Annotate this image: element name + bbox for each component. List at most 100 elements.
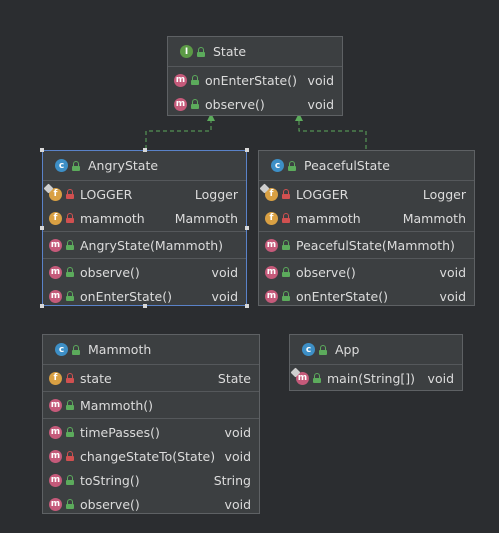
app-class-box[interactable]: c App m main(String[]) void xyxy=(289,334,463,391)
peacefulstate-method-row[interactable]: m observe() void xyxy=(259,260,474,284)
peacefulstate-header[interactable]: c PeacefulState xyxy=(259,151,474,181)
angrystate-header[interactable]: c AngryState xyxy=(43,151,246,181)
public-visibility-icon xyxy=(191,99,199,109)
angrystate-class-box[interactable]: c AngryState f LOGGER Logger f mammoth M… xyxy=(42,150,247,306)
field-icon: f xyxy=(265,211,278,225)
angrystate-methods: m observe() void m onEnterState() void xyxy=(43,259,246,309)
peacefulstate-methods: m observe() void m onEnterState() void xyxy=(259,259,474,309)
mammoth-method-row[interactable]: m timePasses() void xyxy=(43,420,259,444)
private-visibility-icon xyxy=(66,189,74,199)
app-methods: m main(String[]) void xyxy=(290,365,462,391)
method-icon: m xyxy=(49,289,62,303)
state-method-row[interactable]: m onEnterState() void xyxy=(168,68,342,92)
field-type: Logger xyxy=(194,186,238,202)
resize-handle-sw[interactable] xyxy=(40,304,44,308)
public-visibility-icon xyxy=(72,160,80,171)
mammoth-class-box[interactable]: c Mammoth f state State m Mammoth() m t xyxy=(42,334,260,514)
peacefulstate-field-row[interactable]: f mammoth Mammoth xyxy=(259,206,474,230)
static-method-icon: m xyxy=(290,367,309,385)
method-type: void xyxy=(211,288,238,304)
mammoth-fields: f state State xyxy=(43,365,259,392)
private-visibility-icon xyxy=(66,213,74,223)
app-method-row[interactable]: m main(String[]) void xyxy=(290,366,462,390)
angrystate-field-row[interactable]: f mammoth Mammoth xyxy=(43,206,246,230)
resize-handle-nw[interactable] xyxy=(40,148,44,152)
resize-handle-w[interactable] xyxy=(40,226,44,230)
state-header[interactable]: I State xyxy=(168,37,342,67)
method-icon: m xyxy=(265,238,278,252)
angrystate-constructor-row[interactable]: m AngryState(Mammoth) xyxy=(43,233,246,257)
mammoth-method-row[interactable]: m changeStateTo(State) void xyxy=(43,444,259,468)
method-type: void xyxy=(224,496,251,512)
method-type: String xyxy=(213,472,251,488)
field-name: state xyxy=(80,370,112,386)
method-type: void xyxy=(427,370,454,386)
field-name: LOGGER xyxy=(296,186,349,202)
resize-handle-n[interactable] xyxy=(143,148,147,152)
peacefulstate-field-row[interactable]: f LOGGER Logger xyxy=(259,182,474,206)
method-name: onEnterState() xyxy=(296,288,388,304)
field-name: mammoth xyxy=(296,210,361,226)
peacefulstate-title: PeacefulState xyxy=(304,158,390,173)
constructor-name: Mammoth() xyxy=(80,397,154,413)
mammoth-method-row[interactable]: m observe() void xyxy=(43,492,259,516)
static-field-icon: f xyxy=(259,183,278,201)
method-type: void xyxy=(307,72,334,88)
mammoth-constructor-row[interactable]: m Mammoth() xyxy=(43,393,259,417)
state-interface-box[interactable]: I State m onEnterState() void m observe(… xyxy=(167,36,343,116)
method-type: void xyxy=(224,424,251,440)
peacefulstate-method-row[interactable]: m onEnterState() void xyxy=(259,284,474,308)
mammoth-field-row[interactable]: f state State xyxy=(43,366,259,390)
angrystate-field-row[interactable]: f LOGGER Logger xyxy=(43,182,246,206)
angrystate-method-row[interactable]: m onEnterState() void xyxy=(43,284,246,308)
public-visibility-icon xyxy=(319,344,327,355)
angrystate-fields: f LOGGER Logger f mammoth Mammoth xyxy=(43,181,246,232)
private-visibility-icon xyxy=(282,189,290,199)
method-name: main(String[]) xyxy=(327,370,416,386)
class-icon: c xyxy=(302,343,315,356)
field-type: Mammoth xyxy=(174,210,238,226)
resize-handle-se[interactable] xyxy=(245,304,249,308)
state-method-row[interactable]: m observe() void xyxy=(168,92,342,116)
method-icon: m xyxy=(49,497,62,511)
app-title: App xyxy=(335,342,360,357)
peacefulstate-class-box[interactable]: c PeacefulState f LOGGER Logger f mammot… xyxy=(258,150,475,306)
static-pin-icon xyxy=(290,367,301,377)
method-name: timePasses() xyxy=(80,424,160,440)
method-name: toString() xyxy=(80,472,140,488)
resize-handle-ne[interactable] xyxy=(245,148,249,152)
field-icon: f xyxy=(49,371,62,385)
method-name: observe() xyxy=(205,96,265,112)
public-visibility-icon xyxy=(72,344,80,355)
method-type: void xyxy=(439,288,466,304)
angrystate-method-row[interactable]: m observe() void xyxy=(43,260,246,284)
mammoth-header[interactable]: c Mammoth xyxy=(43,335,259,365)
method-name: changeStateTo(State) xyxy=(80,448,216,464)
static-pin-icon xyxy=(259,183,270,193)
app-header[interactable]: c App xyxy=(290,335,462,365)
resize-handle-e[interactable] xyxy=(245,226,249,230)
mammoth-constructors: m Mammoth() xyxy=(43,392,259,419)
public-visibility-icon xyxy=(66,427,74,437)
public-visibility-icon xyxy=(66,400,74,410)
angrystate-constructors: m AngryState(Mammoth) xyxy=(43,232,246,259)
public-visibility-icon xyxy=(282,240,290,250)
class-icon: c xyxy=(55,343,68,356)
constructor-name: PeacefulState(Mammoth) xyxy=(296,237,455,253)
method-type: void xyxy=(224,448,251,464)
public-visibility-icon xyxy=(66,475,74,485)
method-icon: m xyxy=(174,73,187,87)
field-type: Logger xyxy=(422,186,466,202)
method-icon: m xyxy=(49,425,62,439)
peacefulstate-constructor-row[interactable]: m PeacefulState(Mammoth) xyxy=(259,233,474,257)
method-name: observe() xyxy=(296,264,356,280)
field-type: Mammoth xyxy=(402,210,466,226)
class-icon: c xyxy=(271,159,284,172)
method-icon: m xyxy=(49,398,62,412)
static-field-icon: f xyxy=(43,183,62,201)
resize-handle-s[interactable] xyxy=(143,304,147,308)
mammoth-method-row[interactable]: m toString() String xyxy=(43,468,259,492)
private-visibility-icon xyxy=(66,451,74,461)
